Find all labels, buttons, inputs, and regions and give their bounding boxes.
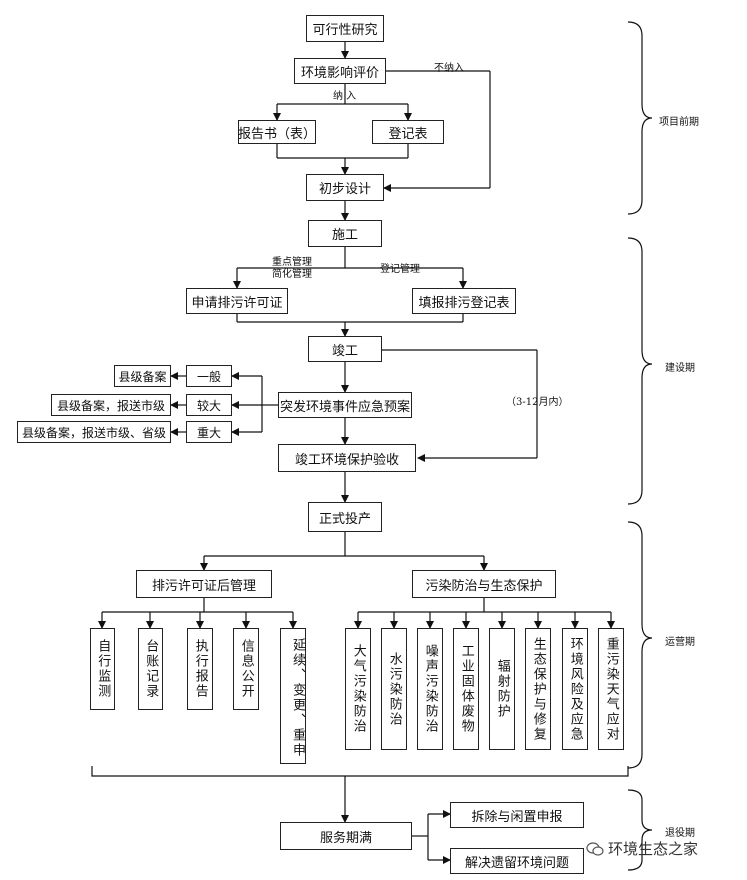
county-city-province-box: 县级备案，报送市级、省级 — [17, 421, 171, 443]
label-registration-management: 登记管理 — [380, 264, 420, 275]
label-included: 纳 入 — [333, 91, 357, 102]
level-general-box: 一般 — [186, 365, 232, 387]
permit-item-report: 执行报告 — [187, 628, 213, 710]
preliminary-design-box: 初步设计 — [306, 174, 384, 201]
level-larger-box: 较大 — [186, 394, 232, 416]
phase-construction: 建设期 — [665, 363, 695, 374]
registration-form-box: 登记表 — [372, 120, 444, 144]
label-key-management: 重点管理 — [272, 257, 312, 268]
county-city-box: 县级备案，报送市级 — [51, 394, 171, 416]
label-not-included: 不纳入 — [434, 63, 464, 74]
pollution-control-box: 污染防治与生态保护 — [412, 570, 556, 598]
watermark-text: 环境生态之家 — [608, 840, 699, 858]
production-box: 正式投产 — [308, 502, 382, 532]
watermark: 环境生态之家 — [586, 838, 698, 859]
feasibility-study-box: 可行性研究 — [306, 15, 384, 42]
phase-decommission: 退役期 — [665, 828, 695, 839]
eia-box: 环境影响评价 — [294, 58, 386, 84]
permit-item-disclosure: 信息公开 — [233, 628, 259, 710]
phase-pre-project: 项目前期 — [659, 117, 699, 128]
legacy-issues-box: 解决遗留环境问题 — [450, 848, 584, 874]
label-simplified-management: 简化管理 — [272, 269, 312, 280]
emergency-plan-box: 突发环境事件应急预案 — [278, 392, 412, 418]
pollution-item-noise: 噪声污染防治 — [417, 628, 443, 750]
pollution-item-ecology: 生态保护与修复 — [525, 628, 551, 750]
fill-registration-box: 填报排污登记表 — [412, 288, 516, 314]
permit-item-renewal: 延续、变更、重申 — [280, 628, 306, 764]
apply-permit-box: 申请排污许可证 — [186, 288, 288, 314]
pollution-item-heavy-pollution: 重污染天气应对 — [598, 628, 624, 750]
level-major-box: 重大 — [186, 421, 232, 443]
service-expiry-box: 服务期满 — [280, 822, 412, 850]
permit-management-box: 排污许可证后管理 — [136, 570, 272, 598]
label-months: （3-12月内） — [506, 397, 569, 408]
pollution-item-radiation: 辐射防护 — [489, 628, 515, 750]
report-book-box: 报告书（表） — [238, 120, 316, 144]
acceptance-box: 竣工环境保护验收 — [278, 444, 416, 472]
phase-operation: 运营期 — [665, 637, 695, 648]
pollution-item-solid-waste: 工业固体废物 — [453, 628, 479, 750]
construction-box: 施工 — [308, 220, 382, 247]
pollution-item-air: 大气污染防治 — [345, 628, 371, 750]
permit-item-self-monitoring: 自行监测 — [90, 628, 115, 710]
county-filing-box: 县级备案 — [114, 365, 171, 387]
wechat-icon — [586, 841, 604, 856]
pollution-item-water: 水污染防治 — [381, 628, 407, 750]
completion-box: 竣工 — [308, 336, 382, 362]
pollution-item-risk: 环境风险及应急 — [562, 628, 588, 750]
permit-item-ledger: 台账记录 — [138, 628, 163, 710]
demolition-box: 拆除与闲置申报 — [450, 802, 584, 828]
